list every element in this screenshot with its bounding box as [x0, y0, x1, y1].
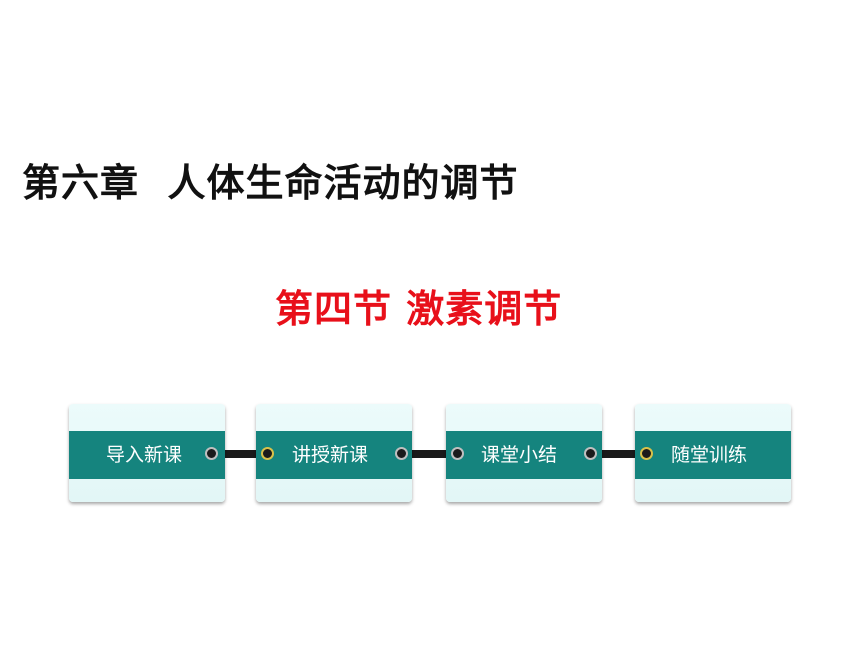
nav-label-practice: 随堂训练	[671, 444, 748, 466]
section-title: 第四节 激素调节	[275, 287, 563, 331]
ring-hole-icon	[640, 447, 653, 460]
ring-hole-icon	[261, 447, 274, 460]
nav-band: 随堂训练	[635, 431, 791, 479]
nav-card-lecture[interactable]: 讲授新课	[256, 404, 412, 502]
nav-card-summary[interactable]: 课堂小结	[446, 404, 602, 502]
nav-band: 讲授新课	[256, 431, 412, 479]
nav-card-intro[interactable]: 导入新课	[69, 404, 225, 502]
ring-hole-icon	[205, 447, 218, 460]
chain-connector-1	[212, 450, 272, 458]
nav-label-lecture: 讲授新课	[292, 444, 369, 466]
nav-band: 导入新课	[69, 431, 225, 479]
chain-connector-2	[402, 450, 462, 458]
chain-connector-3	[591, 450, 651, 458]
nav-band: 课堂小结	[446, 431, 602, 479]
nav-card-practice[interactable]: 随堂训练	[635, 404, 791, 502]
ring-hole-icon	[395, 447, 408, 460]
nav-label-summary: 课堂小结	[481, 444, 558, 466]
ring-hole-icon	[584, 447, 597, 460]
nav-label-intro: 导入新课	[106, 444, 183, 466]
chapter-title: 第六章 人体生命活动的调节	[22, 160, 519, 205]
ring-hole-icon	[451, 447, 464, 460]
